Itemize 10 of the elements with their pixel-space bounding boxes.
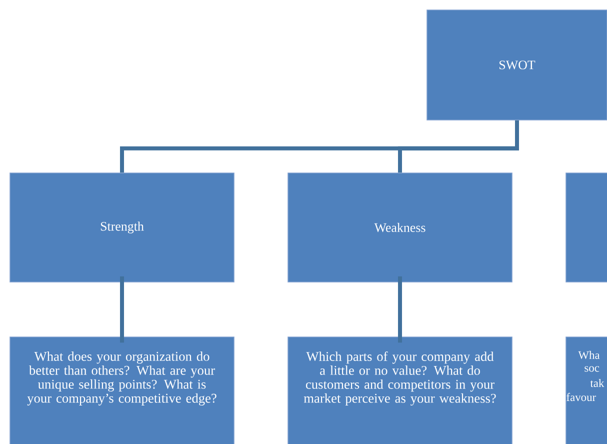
connector-line [120,276,124,343]
question-box: Which parts of your company add a little or no value? What do customers and competitors in your market perceive as your weakness? [288,336,512,444]
category-box [566,172,607,282]
category-box: Weakness [288,172,512,282]
question-box: What does your organization do better than others? What are your unique selling points? What is your company’s competitive edge? [10,336,234,444]
question-box: Wha soc tak favour [566,336,607,444]
connector-line [398,276,402,343]
connector-line [398,120,519,173]
category-box: Strength [10,172,234,282]
title-box: SWOT [426,10,607,120]
